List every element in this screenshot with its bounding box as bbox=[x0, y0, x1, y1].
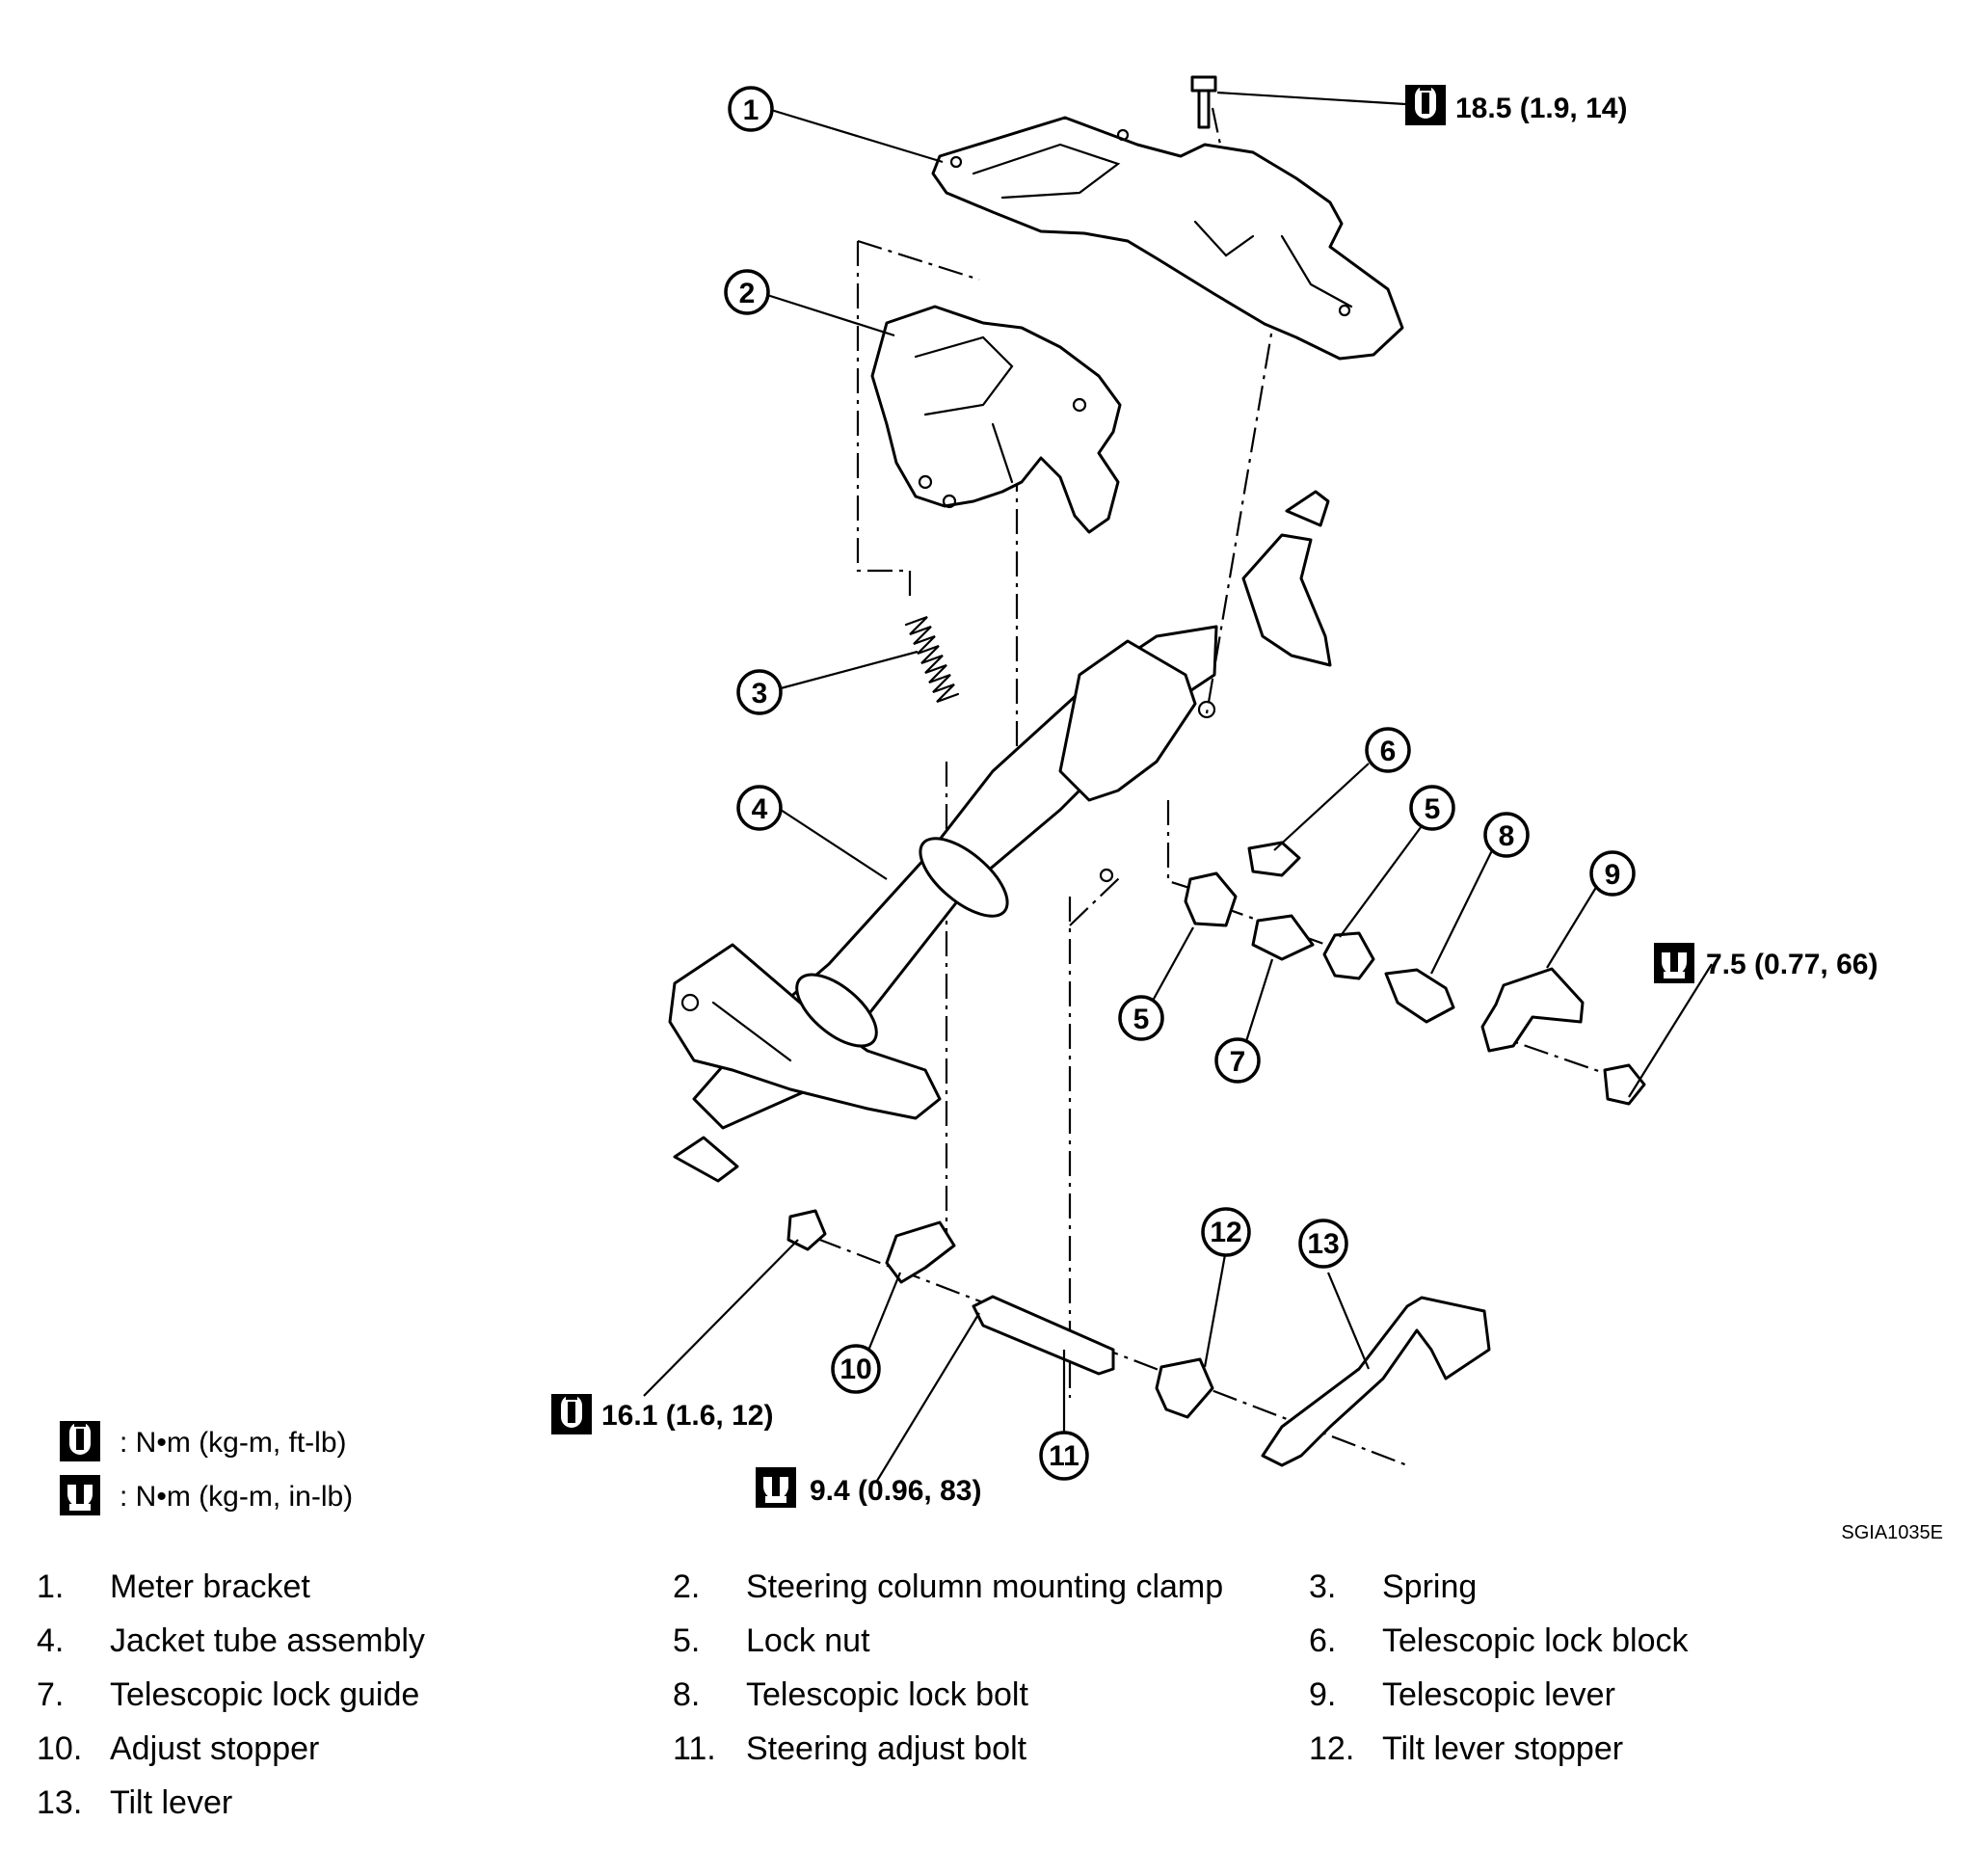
callout-4: 4 bbox=[736, 785, 783, 831]
tilt-lever bbox=[1261, 1296, 1491, 1467]
svg-text:6: 6 bbox=[1380, 736, 1397, 767]
parts-list-item: 2.Steering column mounting clamp bbox=[673, 1568, 1224, 1605]
callout-2: 2 bbox=[724, 269, 770, 315]
torque-ftlb-icon bbox=[551, 1394, 592, 1434]
legend-inlb: : N•m (kg-m, in-lb) bbox=[60, 1475, 353, 1515]
bracket-bolt bbox=[1190, 75, 1217, 129]
telescopic-nut bbox=[1603, 1063, 1646, 1106]
parts-list-item: 4.Jacket tube assembly bbox=[37, 1621, 425, 1659]
callout-8: 8 bbox=[1483, 812, 1530, 858]
parts-list-item: 5.Lock nut bbox=[673, 1621, 870, 1659]
torque-inlb-icon bbox=[1654, 943, 1694, 983]
parts-list-item: 3.Spring bbox=[1309, 1568, 1478, 1605]
parts-list-item: 7.Telescopic lock guide bbox=[37, 1675, 420, 1713]
parts-list-item: 8.Telescopic lock bolt bbox=[673, 1675, 1028, 1713]
steering-adjust-bolt bbox=[972, 1295, 1115, 1376]
svg-text:9: 9 bbox=[1605, 859, 1621, 891]
svg-text:7: 7 bbox=[1230, 1046, 1246, 1078]
lock-nut-right bbox=[1322, 931, 1375, 980]
torque-spec-bolt-11: 9.4 (0.96, 83) bbox=[756, 1467, 981, 1508]
telescopic-lever bbox=[1480, 967, 1585, 1053]
callout-7: 7 bbox=[1214, 1037, 1261, 1084]
torque-ftlb-icon bbox=[60, 1421, 100, 1461]
torque-spec-nut-9: 7.5 (0.77, 66) bbox=[1654, 943, 1878, 983]
svg-text:3: 3 bbox=[752, 678, 768, 710]
callout-5-upper: 5 bbox=[1409, 785, 1455, 831]
svg-text:7.5 (0.77, 66): 7.5 (0.77, 66) bbox=[1706, 949, 1878, 980]
svg-text:: N•m (kg-m, ft-lb): : N•m (kg-m, ft-lb) bbox=[120, 1427, 347, 1459]
svg-text:1: 1 bbox=[743, 94, 759, 126]
parts-list-item: 10.Adjust stopper bbox=[37, 1729, 320, 1767]
parts-list-item: 13.Tilt lever bbox=[37, 1783, 233, 1821]
telescopic-lock-guide bbox=[1251, 914, 1315, 961]
callout-10: 10 bbox=[831, 1344, 881, 1394]
parts-list-item: 6.Telescopic lock block bbox=[1309, 1621, 1689, 1659]
svg-text:18.5 (1.9, 14): 18.5 (1.9, 14) bbox=[1455, 93, 1627, 124]
parts-list-item: 1.Meter bracket bbox=[37, 1568, 310, 1605]
svg-text:11: 11 bbox=[1049, 1440, 1079, 1472]
callout-9: 9 bbox=[1589, 850, 1636, 897]
figure-code: SGIA1035E bbox=[1841, 1522, 1943, 1543]
callout-6: 6 bbox=[1365, 727, 1411, 773]
spring bbox=[904, 615, 960, 704]
parts-list-item: 9.Telescopic lever bbox=[1309, 1675, 1615, 1713]
torque-spec-nut-10: 16.1 (1.6, 12) bbox=[551, 1394, 773, 1434]
svg-text:9.4 (0.96, 83): 9.4 (0.96, 83) bbox=[810, 1475, 981, 1507]
jacket-tube-assembly bbox=[668, 490, 1332, 1183]
legend-ftlb: : N•m (kg-m, ft-lb) bbox=[60, 1421, 347, 1461]
svg-text:4: 4 bbox=[752, 793, 768, 825]
callout-11: 11 bbox=[1039, 1431, 1089, 1481]
telescopic-lock-bolt bbox=[1384, 968, 1455, 1024]
callout-12: 12 bbox=[1201, 1207, 1251, 1257]
lock-nut-left bbox=[1184, 871, 1238, 927]
parts-list: 1.Meter bracket 2.Steering column mounti… bbox=[37, 1560, 1945, 1830]
svg-text:5: 5 bbox=[1133, 1004, 1150, 1035]
svg-text:8: 8 bbox=[1499, 820, 1515, 852]
callout-1: 1 bbox=[728, 86, 774, 132]
telescopic-lock-block bbox=[1247, 841, 1301, 877]
svg-text:10: 10 bbox=[839, 1353, 871, 1385]
callout-13: 13 bbox=[1298, 1219, 1348, 1269]
tilt-lever-stopper bbox=[1155, 1357, 1214, 1419]
parts-list-item: 12.Tilt lever stopper bbox=[1309, 1729, 1624, 1767]
mounting-clamp bbox=[870, 305, 1122, 534]
callout-5-lower: 5 bbox=[1118, 995, 1164, 1041]
parts-list-item: 11.Steering adjust bolt bbox=[673, 1729, 1027, 1767]
svg-text:2: 2 bbox=[739, 278, 756, 309]
svg-text:5: 5 bbox=[1425, 793, 1441, 825]
torque-inlb-icon bbox=[60, 1475, 100, 1515]
torque-ftlb-icon bbox=[1405, 85, 1446, 125]
callout-3: 3 bbox=[736, 669, 783, 715]
svg-text:12: 12 bbox=[1210, 1217, 1241, 1248]
torque-inlb-icon bbox=[756, 1467, 796, 1508]
svg-text:: N•m (kg-m, in-lb): : N•m (kg-m, in-lb) bbox=[120, 1481, 353, 1513]
adjust-stopper bbox=[885, 1220, 956, 1284]
leader-lines bbox=[643, 91, 1713, 1482]
meter-bracket bbox=[931, 116, 1404, 361]
svg-text:16.1 (1.6, 12): 16.1 (1.6, 12) bbox=[601, 1400, 773, 1432]
torque-spec-bolt-1: 18.5 (1.9, 14) bbox=[1405, 85, 1627, 125]
svg-text:13: 13 bbox=[1307, 1228, 1339, 1260]
